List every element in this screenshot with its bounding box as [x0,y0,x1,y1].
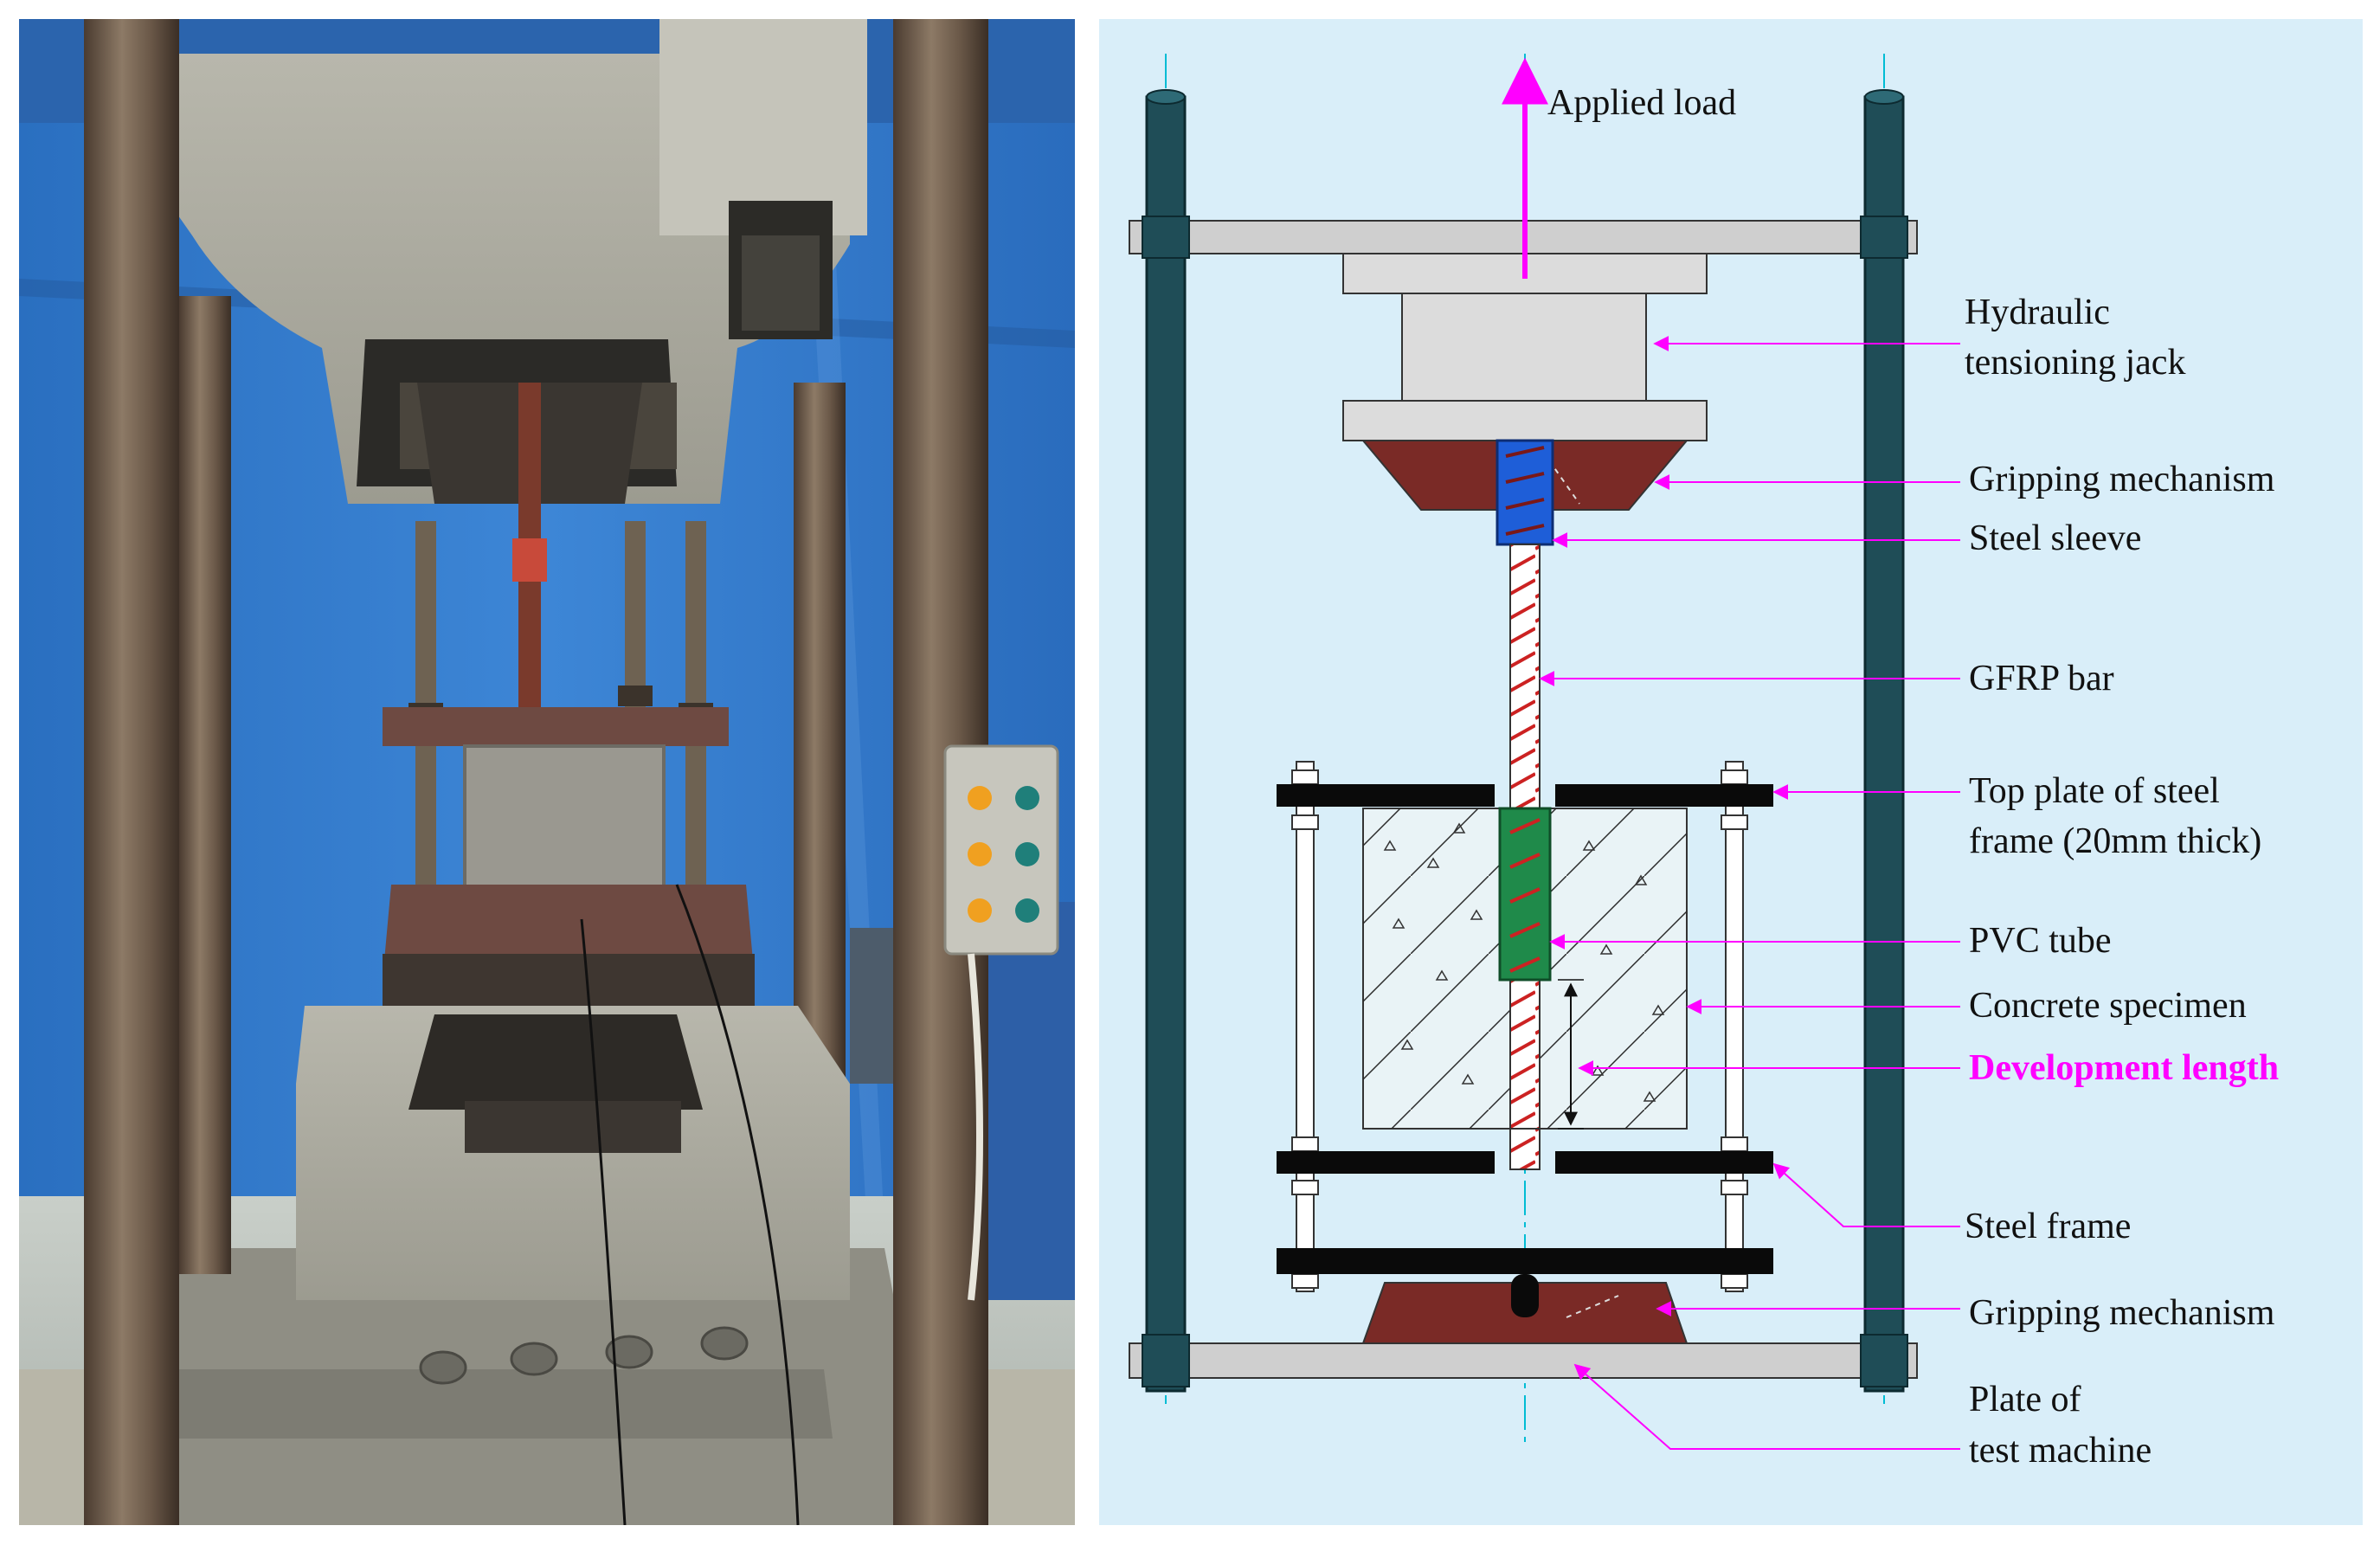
machine-column-right [1863,89,1905,1393]
label-steel-frame: Steel frame [1965,1207,2131,1246]
label-hydraulic-jack-2: tensioning jack [1965,343,2185,383]
label-concrete-specimen: Concrete specimen [1969,986,2247,1026]
machine-column-left [1145,89,1187,1393]
steel-sleeve [1496,439,1554,546]
steel-frame [1277,761,1773,1292]
label-top-plate-2: frame (20mm thick) [1969,821,2261,861]
label-plate-1: Plate of [1969,1380,2081,1419]
development-length-dimension [1558,979,1584,1130]
label-hydraulic-jack-1: Hydraulic [1965,293,2110,332]
label-gripping-top: Gripping mechanism [1969,460,2275,499]
test-setup-diagram: Applied load Hydraulic tensioning jack G… [1099,19,2363,1525]
label-pvc-tube: PVC tube [1969,921,2112,961]
label-applied-load: Applied load [1547,83,1736,123]
leader-lines [1539,336,1960,1450]
label-top-plate-1: Top plate of steel [1969,771,2220,811]
hydraulic-jack [1342,253,1708,441]
label-steel-sleeve: Steel sleeve [1969,518,2141,558]
label-gfrp-bar: GFRP bar [1969,659,2114,698]
machine-plate [1129,1342,1918,1379]
label-plate-2: test machine [1969,1431,2152,1471]
label-gripping-bottom: Gripping mechanism [1969,1293,2275,1333]
test-setup-photo [19,19,1075,1526]
label-development-length: Development length [1969,1048,2279,1088]
